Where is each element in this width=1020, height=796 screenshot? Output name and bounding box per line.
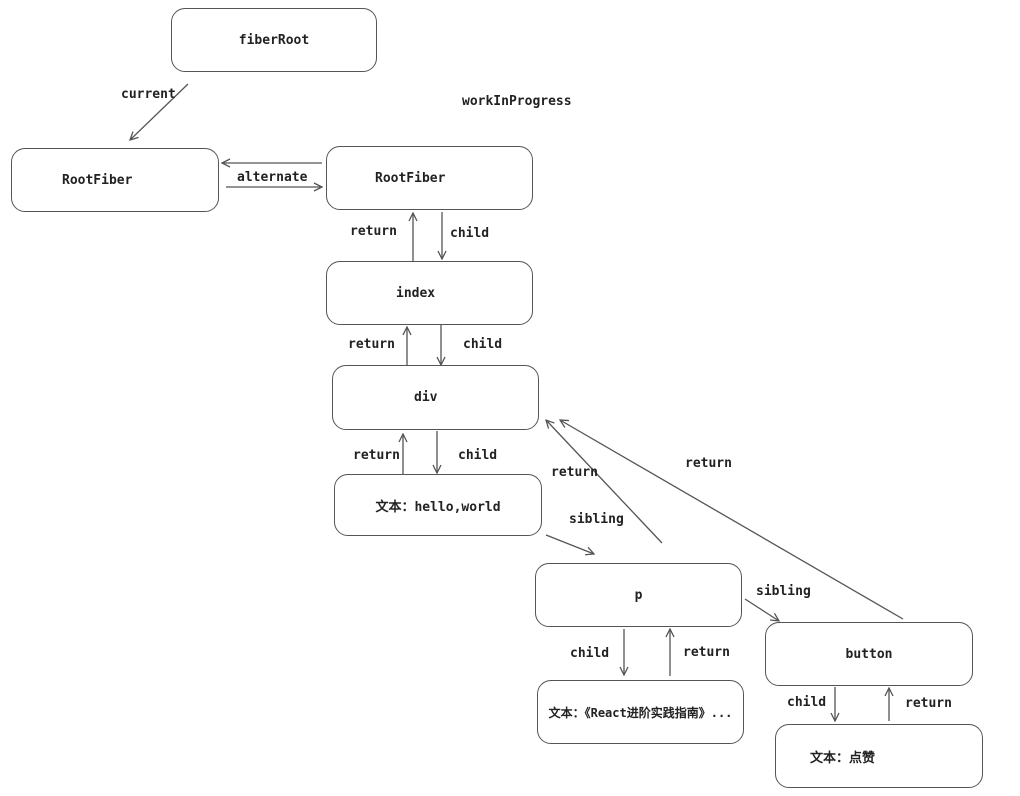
div-return-label: return xyxy=(353,448,400,463)
text-react-return-label: return xyxy=(683,645,730,660)
text-react-node: 文本：《React进阶实践指南》... xyxy=(537,680,744,744)
workinprogress-label: workInProgress xyxy=(462,94,572,109)
current-label: current xyxy=(121,87,176,102)
button-label: button xyxy=(845,646,893,662)
div-node: div xyxy=(332,365,539,430)
p-child-label: child xyxy=(570,646,610,661)
text-like-label: 文本：点赞 xyxy=(810,750,876,766)
p-return-label: return xyxy=(551,465,598,480)
fiberroot-label: fiberRoot xyxy=(238,32,310,48)
alternate-label: alternate xyxy=(237,170,308,185)
text-sibling-label: sibling xyxy=(569,512,624,527)
text-react-label: 文本：《React进阶实践指南》... xyxy=(548,705,733,720)
fiberroot-node: fiberRoot xyxy=(171,8,377,72)
p-sibling-arrow xyxy=(744,598,779,621)
text-hello-node: 文本：hello,world xyxy=(334,474,542,536)
text-like-node: 文本：点赞 xyxy=(775,724,983,788)
button-node: button xyxy=(765,622,973,686)
rootfiber-return-label: return xyxy=(350,224,397,239)
div-label: div xyxy=(414,390,438,405)
div-child-label: child xyxy=(458,448,498,463)
p-node: p xyxy=(535,563,742,627)
text-hello-label: 文本：hello,world xyxy=(375,499,501,515)
rootfiber-wip-label: RootFiber xyxy=(375,170,446,186)
button-return-arrow xyxy=(560,420,904,620)
rootfiber-current-node: RootFiber xyxy=(11,148,219,212)
p-sibling-label: sibling xyxy=(756,584,811,599)
index-child-label: child xyxy=(463,337,503,352)
index-node: index xyxy=(326,261,533,325)
index-label: index xyxy=(396,285,436,301)
button-child-label: child xyxy=(787,695,827,710)
rootfiber-wip-node: RootFiber xyxy=(326,146,533,210)
p-return-arrow xyxy=(546,420,663,544)
text-sibling-arrow xyxy=(545,534,594,554)
p-label: p xyxy=(634,587,643,603)
rootfiber-current-label: RootFiber xyxy=(62,172,133,188)
current-arrow xyxy=(130,83,189,140)
rootfiber-child-label: child xyxy=(450,226,490,241)
button-return-label: return xyxy=(685,456,732,471)
index-return-label: return xyxy=(348,337,395,352)
text-like-return-label: return xyxy=(905,696,952,711)
